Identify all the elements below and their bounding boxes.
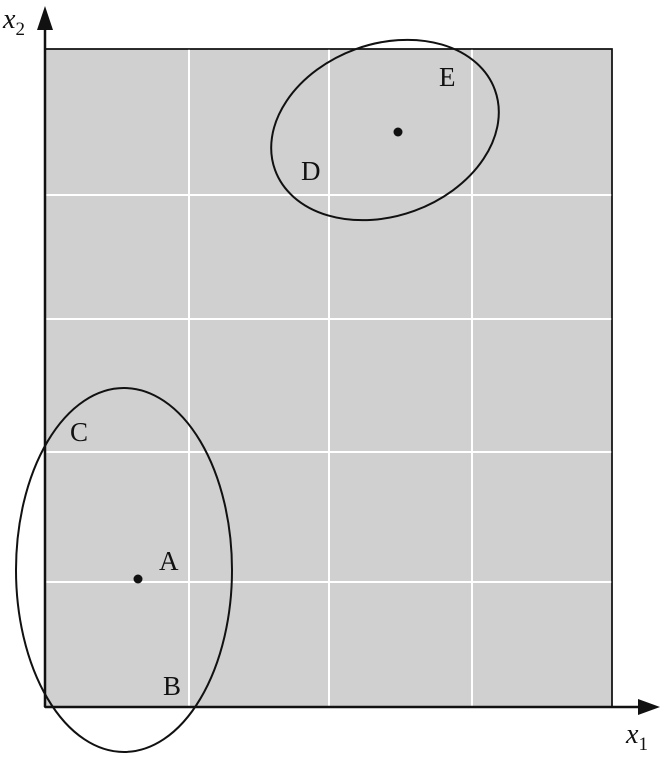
- grid: [45, 49, 612, 707]
- label-a: A: [159, 546, 179, 576]
- x-axis-subscript: 1: [638, 734, 648, 755]
- x-axis-label: x1: [625, 719, 648, 755]
- x-axis-arrowhead: [638, 699, 660, 715]
- label-c: C: [70, 417, 88, 447]
- lower-cluster-ellipse: [15, 387, 233, 753]
- lower-cluster-center-point: [133, 574, 143, 584]
- y-axis-arrowhead: [37, 6, 53, 30]
- upper-cluster-ellipse: [270, 38, 500, 222]
- x-axis-symbol: x: [625, 719, 639, 750]
- y-axis-symbol: x: [2, 4, 16, 35]
- axes: [43, 30, 646, 709]
- y-axis-subscript: 2: [15, 19, 25, 40]
- label-e: E: [439, 62, 456, 92]
- label-b: B: [163, 671, 181, 701]
- label-d: D: [301, 156, 321, 186]
- y-axis-label: x2: [2, 4, 25, 40]
- upper-cluster-center-point: [393, 127, 403, 137]
